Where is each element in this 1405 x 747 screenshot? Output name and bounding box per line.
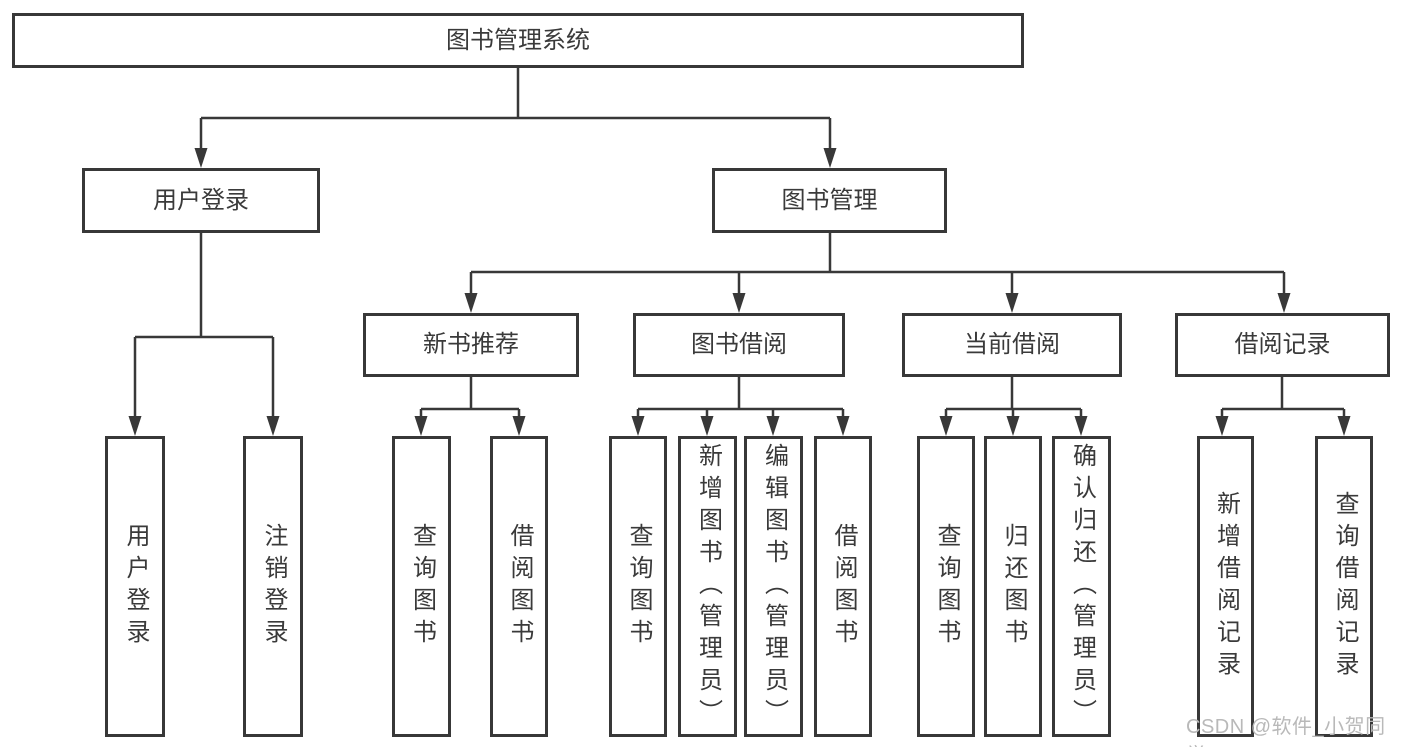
arrowhead-icon (1005, 293, 1019, 313)
arrowhead-icon (512, 416, 526, 436)
leaf-logout: 注销登录 (243, 436, 303, 737)
current-borrow-node: 当前借阅 (902, 313, 1122, 377)
arrowhead-icon (823, 148, 837, 168)
book-management-node: 图书管理 (712, 168, 947, 233)
leaf-borrow-add-books-admin: 新增图书（管理员） (678, 436, 737, 737)
arrowhead-icon (266, 416, 280, 436)
connector-line (636, 377, 845, 424)
arrowhead-icon (1277, 293, 1291, 313)
arrowhead-icon (1074, 416, 1088, 436)
arrowhead-icon (464, 293, 478, 313)
arrowhead-icon (732, 293, 746, 313)
arrowhead-icon (1337, 416, 1351, 436)
leaf-user-login: 用户登录 (105, 436, 165, 737)
leaf-borrow-borrow-books: 借阅图书 (814, 436, 872, 737)
arrowhead-icon (766, 416, 780, 436)
leaf-borrow-edit-books-admin: 编辑图书（管理员） (744, 436, 803, 737)
new-book-recommend-node: 新书推荐 (363, 313, 579, 377)
leaf-record-query: 查询借阅记录 (1315, 436, 1373, 737)
borrow-record-node: 借阅记录 (1175, 313, 1390, 377)
arrowhead-icon (631, 416, 645, 436)
leaf-current-return-books: 归还图书 (984, 436, 1042, 737)
arrowhead-icon (194, 148, 208, 168)
connector-line (199, 68, 832, 156)
connector-line (133, 233, 275, 424)
arrowhead-icon (939, 416, 953, 436)
connector-line (419, 377, 521, 424)
arrowhead-icon (836, 416, 850, 436)
root-node: 图书管理系统 (12, 13, 1024, 68)
arrowhead-icon (414, 416, 428, 436)
connector-line (1220, 377, 1346, 424)
leaf-recommend-query-books: 查询图书 (392, 436, 451, 737)
leaf-recommend-borrow-books: 借阅图书 (490, 436, 548, 737)
user-login-node: 用户登录 (82, 168, 320, 233)
arrowhead-icon (1215, 416, 1229, 436)
book-borrow-node: 图书借阅 (633, 313, 845, 377)
connector-line (469, 233, 1286, 301)
leaf-borrow-query-books: 查询图书 (609, 436, 667, 737)
watermark: CSDN @软件_小贺同学 (1186, 716, 1386, 747)
leaf-current-confirm-return-admin: 确认归还（管理员） (1052, 436, 1111, 737)
leaf-record-add: 新增借阅记录 (1197, 436, 1254, 737)
arrowhead-icon (1006, 416, 1020, 436)
leaf-current-query-books: 查询图书 (917, 436, 975, 737)
arrowhead-icon (128, 416, 142, 436)
arrowhead-icon (700, 416, 714, 436)
